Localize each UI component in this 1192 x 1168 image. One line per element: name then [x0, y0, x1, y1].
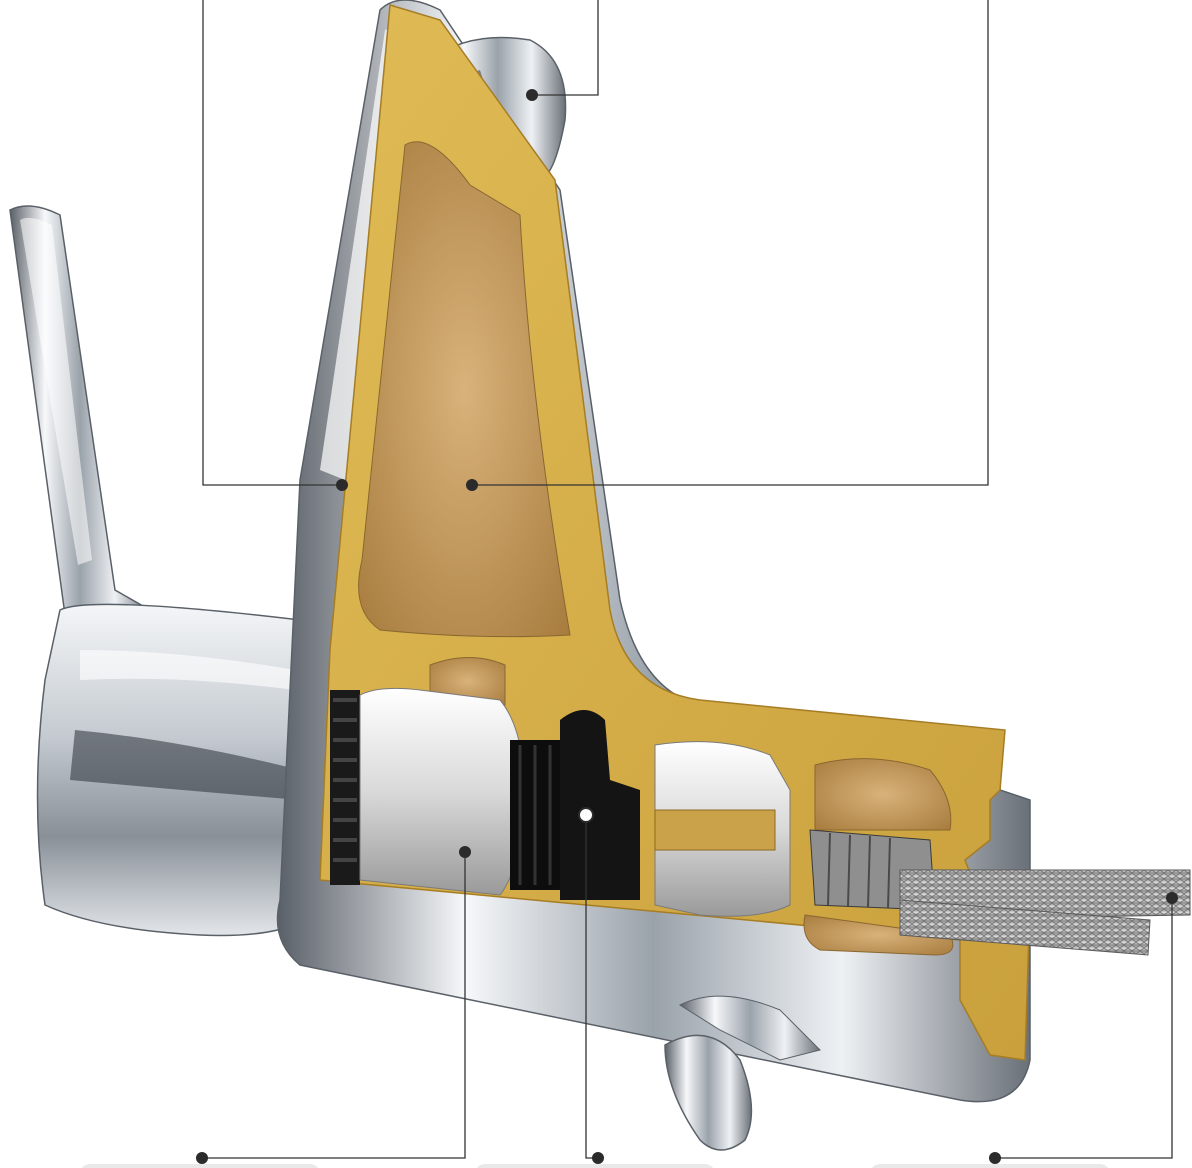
- leader-hose: [995, 898, 1173, 1159]
- callout-dot: [336, 479, 348, 491]
- label-tab-left: [82, 1164, 318, 1168]
- label-tab-center: [477, 1164, 713, 1168]
- braided-hoses: [899, 869, 1191, 956]
- callout-dot: [578, 807, 594, 823]
- callout-dot: [196, 1152, 208, 1164]
- callout-dots: [196, 89, 1178, 1164]
- sand-pocket-right: [814, 758, 952, 831]
- callout-dot: [989, 1152, 1001, 1164]
- valve-insert: [654, 741, 791, 917]
- fixing-knob: [664, 995, 821, 1151]
- leader-lines: [202, 0, 1173, 1159]
- cartridge: [330, 687, 640, 900]
- lever-handle: [9, 205, 152, 631]
- label-tabs: [82, 1164, 1108, 1168]
- handle-base: [36, 603, 331, 937]
- callout-dot: [459, 846, 471, 858]
- sand-core: [358, 141, 571, 638]
- sand-pocket-bottom: [803, 914, 954, 956]
- leader-aerator: [532, 0, 599, 96]
- label-tab-right: [872, 1164, 1108, 1168]
- leader-chrome-wall: [202, 0, 342, 486]
- leader-sand-core: [472, 0, 989, 486]
- callout-dot: [466, 479, 478, 491]
- callout-dot: [592, 1152, 604, 1164]
- leader-cartridge: [202, 852, 466, 1159]
- callout-dot: [1166, 892, 1178, 904]
- callout-dot: [526, 89, 538, 101]
